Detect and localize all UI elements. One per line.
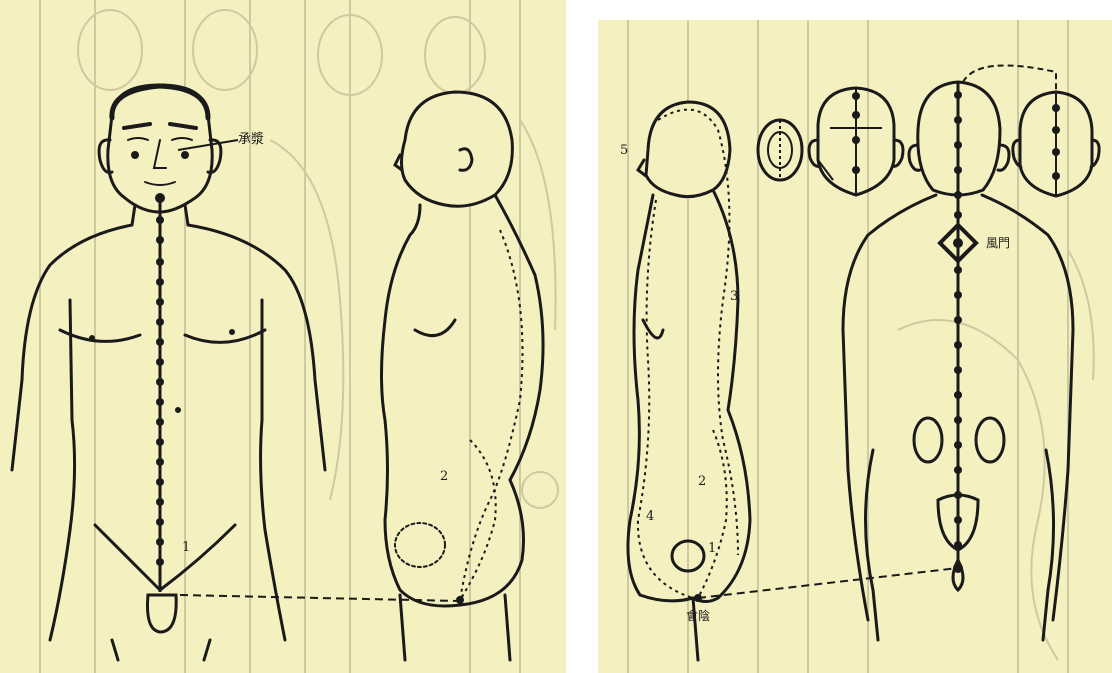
channel-label-5: 5 bbox=[620, 143, 628, 158]
channel-label-side: 2 bbox=[440, 469, 448, 484]
point-label-top: 承漿 bbox=[238, 132, 264, 147]
left-illustration: 承漿 1 2 bbox=[0, 0, 566, 673]
channel-label-4: 4 bbox=[646, 509, 654, 524]
channel-label-3: 3 bbox=[730, 289, 738, 304]
point-label-back: 風門 bbox=[986, 236, 1010, 250]
right-illustration: 5 3 2 4 1 會陰 bbox=[598, 0, 1112, 673]
channel-label-front: 1 bbox=[182, 540, 190, 555]
channel-label-2: 2 bbox=[698, 474, 706, 489]
left-illustration-panel: 承漿 1 2 bbox=[0, 0, 566, 673]
point-label-bottom: 會陰 bbox=[686, 609, 710, 623]
channel-label-1: 1 bbox=[708, 541, 716, 556]
right-illustration-panel: 5 3 2 4 1 會陰 bbox=[598, 0, 1112, 673]
